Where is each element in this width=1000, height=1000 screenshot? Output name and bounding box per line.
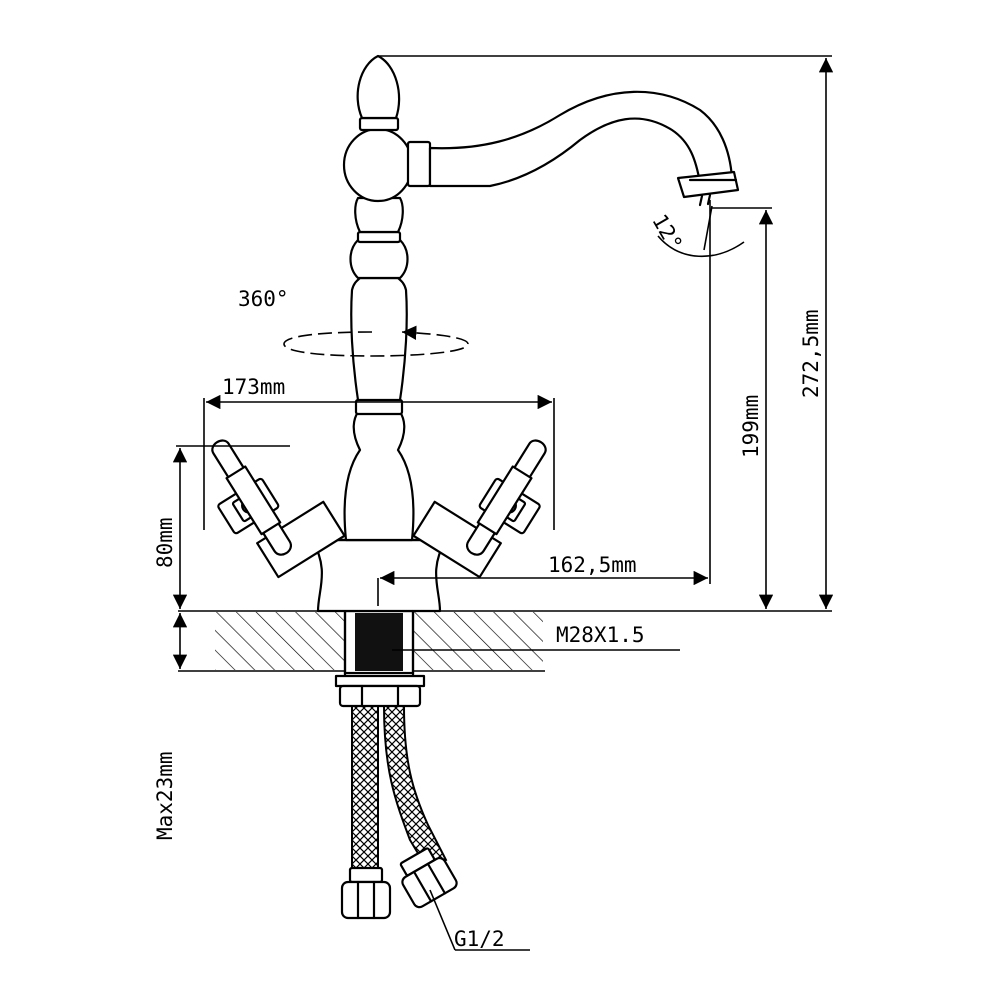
- total-height-label: 272,5mm: [799, 309, 823, 398]
- hose-thread-label: G1/2: [454, 927, 505, 951]
- faucet-spout: [406, 90, 740, 207]
- spout-angle-label: 12°: [647, 210, 687, 255]
- countertop-section: [178, 610, 832, 672]
- right-handle: [412, 439, 547, 579]
- left-handle: [211, 439, 346, 579]
- handle-height-label: 80mm: [153, 517, 177, 568]
- rotation-label: 360°: [238, 287, 289, 311]
- handle-span-label: 173mm: [222, 375, 285, 399]
- dimension-lines: [172, 55, 834, 951]
- max-thickness-label: Max23mm: [153, 751, 177, 840]
- spout-height-label: 199mm: [739, 395, 763, 458]
- dimension-labels: 360° 12° 173mm 162,5mm 80mm 199mm 272,5m…: [153, 210, 823, 951]
- flexible-hoses: [340, 705, 458, 920]
- mounting-shank: [343, 609, 415, 682]
- thread-label: M28X1.5: [556, 623, 645, 647]
- mounting-nut: [334, 674, 426, 708]
- faucet-body: [310, 54, 448, 613]
- reach-label: 162,5mm: [548, 553, 637, 577]
